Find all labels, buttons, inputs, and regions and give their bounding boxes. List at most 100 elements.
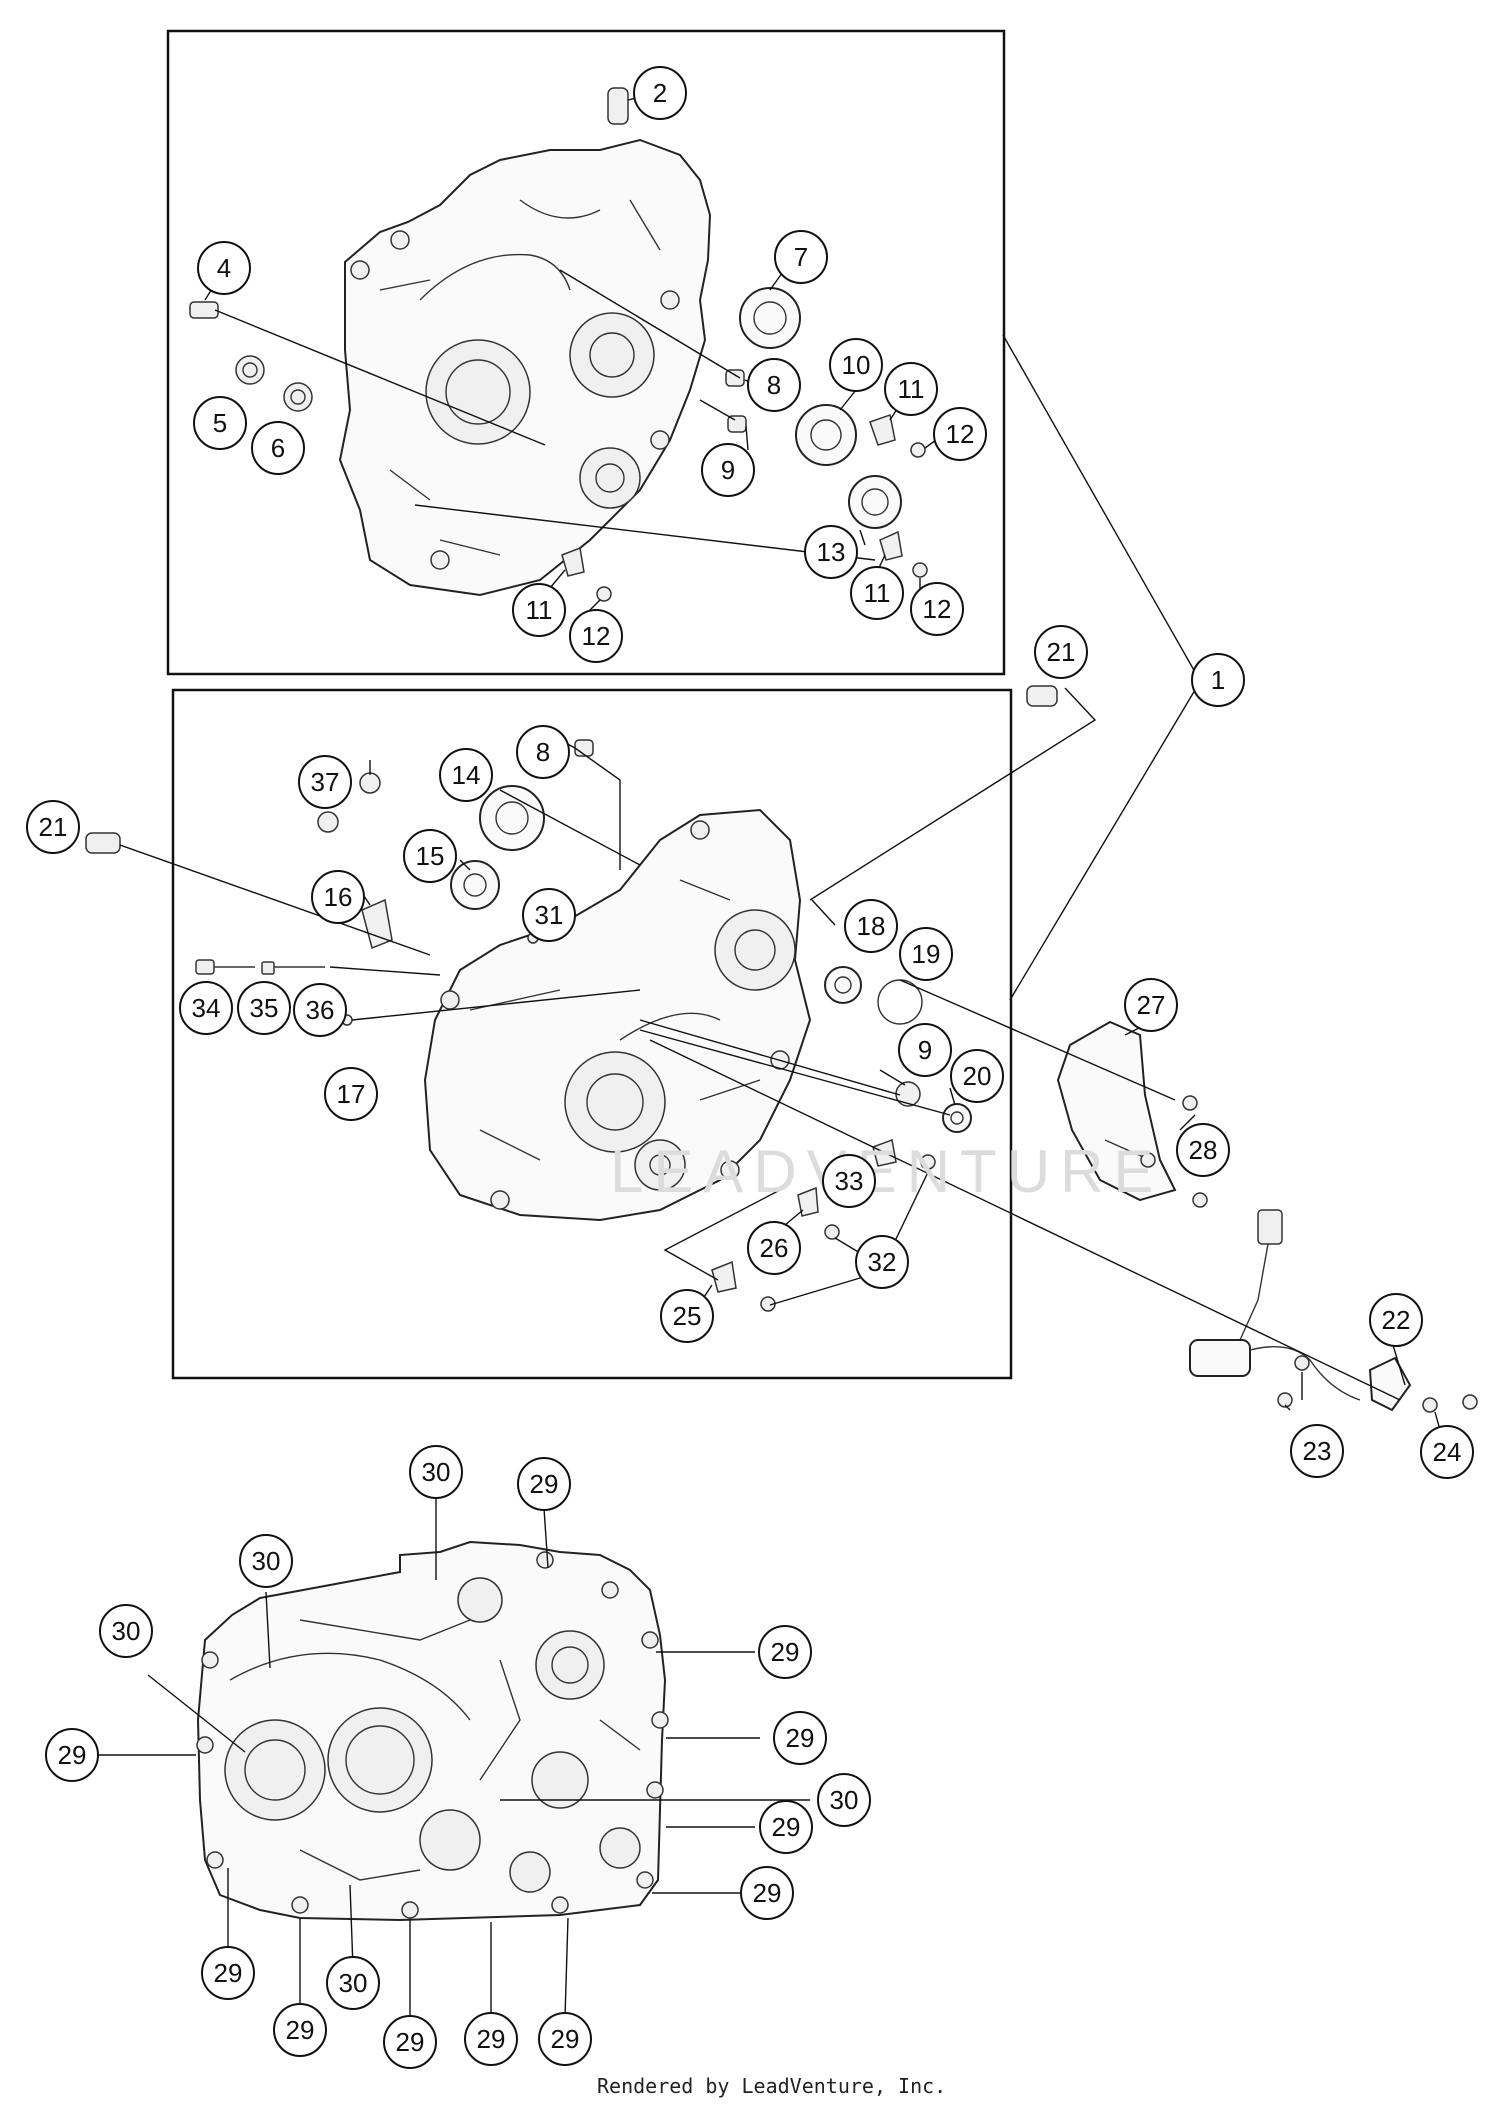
- svg-text:32: 32: [868, 1247, 897, 1277]
- part-6-seal: [283, 382, 313, 412]
- callout-12b: 12: [910, 582, 964, 636]
- callout-33: 33: [822, 1154, 876, 1208]
- part-18-seal: [824, 966, 862, 1004]
- svg-text:23: 23: [1303, 1436, 1332, 1466]
- part-21-dowel-a: [85, 832, 121, 854]
- watermark: LEADVENTURE: [610, 1138, 1163, 1205]
- left-crankcase-frame: [166, 29, 1006, 676]
- callout-32: 32: [855, 1235, 909, 1289]
- part-11-retainer-b: [879, 530, 903, 561]
- callout-10: 10: [829, 338, 883, 392]
- callout-29a: 29: [517, 1457, 571, 1511]
- svg-text:7: 7: [794, 242, 808, 272]
- part-9-dowel-b: [895, 1081, 921, 1107]
- svg-text:11: 11: [864, 578, 891, 608]
- svg-text:11: 11: [526, 595, 553, 625]
- part-8-dowel: [725, 369, 745, 387]
- callout-21a: 21: [1034, 625, 1088, 679]
- callout-2: 2: [633, 66, 687, 120]
- svg-text:29: 29: [58, 1740, 87, 1770]
- svg-text:29: 29: [214, 1958, 243, 1988]
- svg-text:37: 37: [311, 767, 340, 797]
- svg-text:29: 29: [396, 2027, 425, 2057]
- callout-29b: 29: [758, 1625, 812, 1679]
- svg-text:19: 19: [912, 939, 941, 969]
- svg-text:18: 18: [857, 911, 886, 941]
- callout-21b: 21: [26, 800, 80, 854]
- part-2-breather: [607, 87, 629, 125]
- callout-27: 27: [1124, 978, 1178, 1032]
- svg-text:30: 30: [339, 1968, 368, 1998]
- callout-36: 36: [293, 983, 347, 1037]
- callout-30c: 30: [99, 1604, 153, 1658]
- svg-text:25: 25: [673, 1301, 702, 1331]
- svg-text:11: 11: [898, 374, 925, 404]
- callout-16: 16: [311, 870, 365, 924]
- callout-19: 19: [899, 927, 953, 981]
- part-12-bolt-b: [912, 562, 928, 578]
- part-4-bolt: [189, 301, 219, 319]
- svg-text:6: 6: [271, 433, 285, 463]
- svg-text:30: 30: [252, 1546, 281, 1576]
- part-13-oil-seal: [848, 475, 902, 529]
- crankcase-face-view: [196, 1540, 669, 1922]
- svg-text:8: 8: [767, 370, 781, 400]
- leaders-bottom: [72, 1496, 810, 2020]
- callout-bubbles: 1 2 4 5 6 7 8 9 10 11 12 13 11 12 11 12 …: [26, 66, 1474, 2069]
- leaders-part-1: [1002, 334, 1196, 1001]
- svg-text:29: 29: [477, 2024, 506, 2054]
- svg-text:29: 29: [772, 1812, 801, 1842]
- svg-text:5: 5: [213, 408, 227, 438]
- callout-6: 6: [251, 421, 305, 475]
- callout-8a: 8: [747, 358, 801, 412]
- callout-29k: 29: [538, 2012, 592, 2066]
- callout-12c: 12: [569, 609, 623, 663]
- part-34-35-36-bolt-set: [195, 959, 325, 975]
- callout-28: 28: [1176, 1123, 1230, 1177]
- callout-29h: 29: [273, 2003, 327, 2057]
- svg-text:12: 12: [582, 621, 611, 651]
- callout-18: 18: [844, 899, 898, 953]
- part-11-retainer-c: [561, 546, 585, 577]
- part-10-bearing: [795, 404, 857, 466]
- callout-34: 34: [179, 981, 233, 1035]
- callout-29j: 29: [464, 2012, 518, 2066]
- svg-text:15: 15: [416, 841, 445, 871]
- callout-11c: 11: [512, 583, 566, 637]
- part-26-retainer: [797, 1186, 840, 1240]
- callout-9b: 9: [898, 1023, 952, 1077]
- svg-text:20: 20: [963, 1061, 992, 1091]
- svg-text:22: 22: [1382, 1305, 1411, 1335]
- svg-text:36: 36: [306, 995, 335, 1025]
- part-15-bearing: [450, 860, 500, 910]
- svg-text:21: 21: [1047, 637, 1076, 667]
- credit-line: Rendered by LeadVenture, Inc.: [597, 2074, 946, 2098]
- svg-text:12: 12: [946, 419, 975, 449]
- part-20-seal: [942, 1103, 972, 1133]
- svg-text:21: 21: [39, 812, 68, 842]
- callout-30b: 30: [239, 1534, 293, 1588]
- callout-9a: 9: [701, 443, 755, 497]
- callout-15: 15: [403, 829, 457, 883]
- svg-text:28: 28: [1189, 1135, 1218, 1165]
- part-25-retainer: [711, 1260, 776, 1312]
- svg-text:30: 30: [112, 1616, 141, 1646]
- callout-11a: 11: [884, 362, 938, 416]
- callout-29c: 29: [773, 1711, 827, 1765]
- part-21-dowel-b: [1026, 685, 1058, 707]
- svg-text:29: 29: [771, 1637, 800, 1667]
- svg-text:29: 29: [786, 1723, 815, 1753]
- callout-29d: 29: [45, 1728, 99, 1782]
- callout-17: 17: [324, 1067, 378, 1121]
- callout-23: 23: [1290, 1424, 1344, 1478]
- right-crankcase-frame: [171, 688, 1013, 1380]
- callout-30d: 30: [817, 1773, 871, 1827]
- callout-31: 31: [522, 888, 576, 942]
- svg-text:24: 24: [1433, 1437, 1462, 1467]
- svg-text:1: 1: [1211, 665, 1225, 695]
- svg-text:14: 14: [452, 760, 481, 790]
- callout-13: 13: [804, 525, 858, 579]
- callout-7: 7: [774, 230, 828, 284]
- callout-1: 1: [1191, 653, 1245, 707]
